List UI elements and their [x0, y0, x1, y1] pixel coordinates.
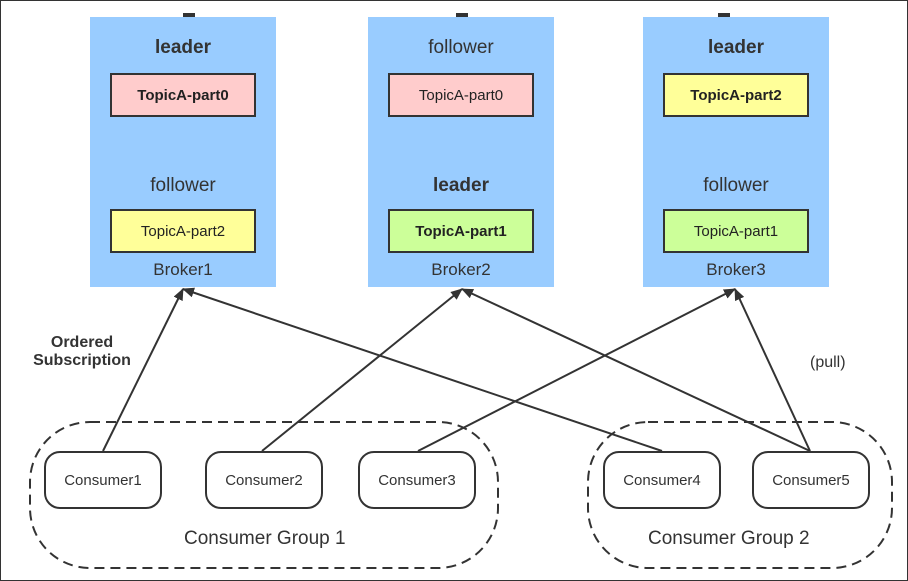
arrow-consumer1-broker1: [102, 288, 184, 452]
consumer-4: Consumer4: [603, 451, 721, 509]
broker-3-bottom-role: follower: [703, 175, 769, 196]
broker-3-label: Broker3: [706, 260, 766, 279]
ordered-subscription-note: Ordered Subscription: [30, 334, 134, 370]
ordered-note-line2: Subscription: [33, 352, 131, 369]
broker-3: leader TopicA-part2 follower TopicA-part…: [643, 17, 829, 287]
broker-2-label: Broker2: [431, 260, 491, 279]
broker-1-label: Broker1: [153, 260, 213, 279]
consumer-2: Consumer2: [205, 451, 323, 509]
broker-1-partition-topicA-part0: TopicA-part0: [110, 73, 256, 117]
arrow-consumer3-broker3: [417, 288, 736, 452]
broker-2: follower TopicA-part0 leader TopicA-part…: [368, 17, 554, 287]
arrow-consumer5-broker2: [461, 288, 811, 452]
consumer-5: Consumer5: [752, 451, 870, 509]
broker-2-partition-topicA-part0: TopicA-part0: [388, 73, 534, 117]
pull-note: (pull): [810, 354, 846, 371]
consumer-group-1-outline: [29, 421, 499, 569]
consumer-group-2-label: Consumer Group 2: [648, 528, 810, 549]
broker-connector-stub: [183, 13, 195, 17]
ordered-note-line1: Ordered: [50, 334, 114, 351]
arrow-consumer4-broker1: [182, 287, 663, 452]
arrow-consumer5b-broker3: [734, 288, 811, 452]
broker-1: leader TopicA-part0 follower TopicA-part…: [90, 17, 276, 287]
arrow-consumer2-broker2: [261, 288, 463, 452]
broker-1-bottom-role: follower: [150, 175, 216, 196]
broker-1-partition-topicA-part2: TopicA-part2: [110, 209, 256, 253]
broker-1-top-role: leader: [155, 37, 211, 58]
broker-2-partition-topicA-part1: TopicA-part1: [388, 209, 534, 253]
broker-connector-stub: [456, 13, 468, 17]
broker-3-top-role: leader: [708, 37, 764, 58]
consumer-group-1-label: Consumer Group 1: [184, 528, 346, 549]
broker-3-partition-topicA-part2: TopicA-part2: [663, 73, 809, 117]
consumer-3: Consumer3: [358, 451, 476, 509]
broker-connector-stub: [718, 13, 730, 17]
broker-3-partition-topicA-part1: TopicA-part1: [663, 209, 809, 253]
broker-2-bottom-role: leader: [433, 175, 489, 196]
consumer-1: Consumer1: [44, 451, 162, 509]
consumer-group-2-outline: [587, 421, 893, 569]
broker-2-top-role: follower: [428, 37, 494, 58]
